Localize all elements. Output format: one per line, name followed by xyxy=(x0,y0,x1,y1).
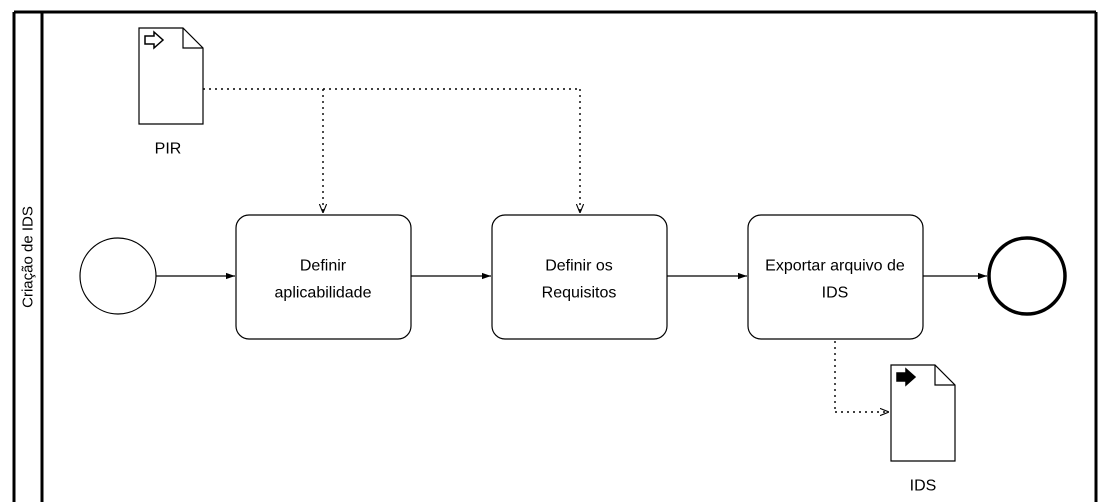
task-box xyxy=(491,214,668,340)
data-output-arrow-icon xyxy=(896,367,917,387)
task-definir-requisitos[interactable]: Definir os Requisitos xyxy=(491,214,668,340)
associations-output xyxy=(834,341,889,412)
data-object-label: PIR xyxy=(155,141,182,158)
task-definir-aplicabilidade[interactable]: Definir aplicabilidade xyxy=(235,214,412,340)
task-exportar-arquivo[interactable]: Exportar arquivo de IDS xyxy=(747,214,924,340)
data-object-ids[interactable]: IDS xyxy=(890,364,956,495)
task-label-line-1: Exportar arquivo de xyxy=(765,258,905,275)
document-shape xyxy=(890,364,956,462)
end-event[interactable] xyxy=(987,236,1067,316)
task-label-line-1: Definir xyxy=(300,258,347,275)
pool: Criação de IDS xyxy=(12,10,1098,502)
document-fold xyxy=(934,365,955,386)
task-label-line-2: aplicabilidade xyxy=(275,285,372,302)
document-fold xyxy=(182,28,203,49)
associations-input xyxy=(203,88,580,213)
data-input-arrow-icon xyxy=(144,30,165,50)
task-label-line-1: Definir os xyxy=(545,258,613,275)
task-box xyxy=(747,214,924,340)
task-label-line-2: Requisitos xyxy=(542,285,617,302)
task-box xyxy=(235,214,412,340)
data-object-pir[interactable]: PIR xyxy=(138,27,204,158)
data-object-label: IDS xyxy=(910,478,937,495)
lane-label: Criação de IDS xyxy=(20,206,37,308)
document-shape xyxy=(138,27,204,125)
task-label-line-2: IDS xyxy=(822,285,849,302)
start-event[interactable] xyxy=(79,237,157,315)
